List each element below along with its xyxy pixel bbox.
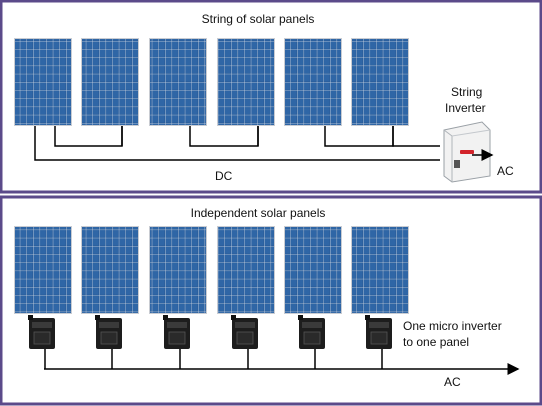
inverter-logo-icon xyxy=(460,150,474,154)
inverter-display-icon xyxy=(454,160,460,168)
micro-inverter-icon xyxy=(298,315,325,349)
micro-inverter-row xyxy=(28,315,392,349)
top-title: String of solar panels xyxy=(202,12,315,26)
micro-inverter-icon xyxy=(231,315,258,349)
dc-label: DC xyxy=(215,169,233,183)
bottom-ac-label: AC xyxy=(444,375,461,389)
bottom-panel xyxy=(81,226,139,314)
top-panel xyxy=(284,38,342,126)
micro-label-line2: to one panel xyxy=(403,335,469,349)
micro-inverter-icon xyxy=(163,315,190,349)
bottom-panel xyxy=(149,226,207,314)
string-inverter xyxy=(443,121,491,183)
bottom-panel xyxy=(217,226,275,314)
string-wiring xyxy=(34,126,440,161)
bottom-panel-row xyxy=(14,226,409,314)
bottom-panel xyxy=(284,226,342,314)
micro-inverter-icon xyxy=(365,315,392,349)
top-panel-row xyxy=(14,38,409,126)
micro-inverter-icon xyxy=(28,315,55,349)
top-panel xyxy=(81,38,139,126)
micro-drops xyxy=(44,349,383,369)
bottom-panel xyxy=(351,226,409,314)
top-panel xyxy=(149,38,207,126)
top-ac-label: AC xyxy=(497,164,514,178)
top-panel xyxy=(217,38,275,126)
bottom-panel xyxy=(14,226,72,314)
inverter-label-line2: Inverter xyxy=(445,101,486,115)
micro-label-line1: One micro inverter xyxy=(403,319,502,333)
top-panel xyxy=(351,38,409,126)
top-panel xyxy=(14,38,72,126)
inverter-label-line1: String xyxy=(451,85,482,99)
bottom-title: Independent solar panels xyxy=(191,206,326,220)
micro-inverter-icon xyxy=(95,315,122,349)
